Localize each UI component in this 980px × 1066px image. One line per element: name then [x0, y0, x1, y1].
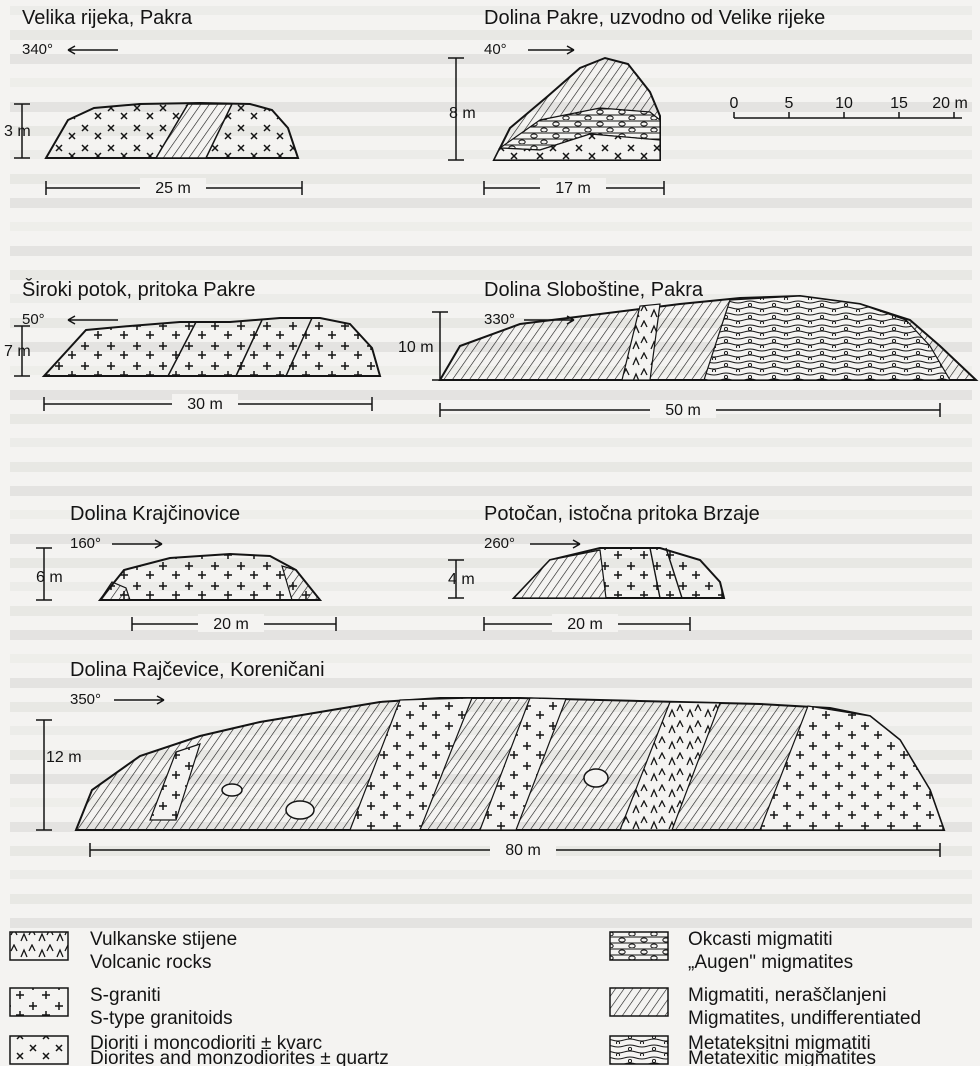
- strike-label: 330°: [484, 311, 515, 328]
- legend-label: Diorites and monzodiorites ± quartz: [90, 1048, 389, 1066]
- augen-swatch-icon: [609, 931, 669, 961]
- strike-label: 50°: [22, 311, 45, 328]
- fracture-lines: [167, 317, 313, 377]
- width-label: 80 m: [505, 842, 541, 859]
- height-bar: [14, 325, 30, 377]
- scale-tick-label: 5: [785, 95, 794, 112]
- strike-label: 350°: [70, 691, 101, 708]
- section-title: Dolina Rajčevice, Koreničani: [70, 659, 325, 681]
- legend-item-diorite: Dioriti i moncodioriti ± kvarc Diorites …: [9, 1033, 389, 1066]
- diorite-swatch-icon: [9, 1035, 69, 1065]
- height-bar: [448, 559, 464, 599]
- strike-arrow-icon: [67, 45, 118, 55]
- migmatite-band: [514, 550, 606, 598]
- width-label: 17 m: [555, 180, 591, 197]
- section-velika-rijeka: Velika rijeka, Pakra 340° 3 m 25 m: [4, 7, 303, 197]
- undifferentiated-swatch-icon: [609, 987, 669, 1017]
- section-title: Dolina Pakre, uzvodno od Velike rijeke: [484, 7, 825, 29]
- granite-band: [350, 698, 472, 830]
- scale-tick-label: 0: [730, 95, 739, 112]
- width-label: 20 m: [567, 616, 603, 633]
- migmatite-band: [154, 103, 234, 159]
- augen-migmatite-band: [500, 108, 660, 150]
- diorite-base: [493, 133, 661, 161]
- height-bar: [36, 547, 52, 601]
- section-title: Široki potok, pritoka Pakre: [22, 278, 255, 301]
- strike-label: 160°: [70, 535, 101, 552]
- width-label: 25 m: [155, 180, 191, 197]
- height-label: 3 m: [4, 123, 31, 140]
- height-label: 7 m: [4, 343, 31, 360]
- height-bar: [36, 719, 52, 831]
- legend-label: Metatexitic migmatites: [688, 1048, 876, 1066]
- strike-label: 260°: [484, 535, 515, 552]
- section-dolina-krajcinovice: Dolina Krajčinovice 160° 6 m 20 m: [36, 503, 337, 633]
- legend-label: Dioriti i moncodioriti ± kvarc: [90, 1033, 322, 1054]
- granite-swatch-icon: [9, 987, 69, 1017]
- section-dolina-pakre: Dolina Pakre, uzvodno od Velike rijeke 4…: [448, 7, 825, 197]
- strike-label: 40°: [484, 41, 507, 58]
- legend-label: S-graniti: [90, 985, 161, 1006]
- section-title: Dolina Sloboštine, Pakra: [484, 279, 704, 301]
- section-potocan: Potočan, istočna pritoka Brzaje 260° 4 m…: [448, 503, 760, 633]
- section-dolina-rajcevice: Dolina Rajčevice, Koreničani 350° 12 m 8…: [36, 659, 946, 859]
- metatexitic-swatch-icon: [609, 1035, 669, 1065]
- strike-arrow-icon: [528, 45, 575, 55]
- height-label: 4 m: [448, 571, 475, 588]
- strike-arrow-icon: [112, 539, 163, 549]
- legend-label: Migmatiti, neraščlanjeni: [688, 985, 887, 1006]
- legend-item-undifferentiated: Migmatiti, neraščlanjeni Migmatites, und…: [609, 985, 921, 1029]
- height-bar: [14, 103, 30, 159]
- section-title: Dolina Krajčinovice: [70, 503, 240, 525]
- section-title: Velika rijeka, Pakra: [22, 7, 193, 29]
- metatexitic-band: [704, 296, 950, 380]
- legend-label: S-type granitoids: [90, 1008, 233, 1029]
- legend-item-metatexitic: Metateksitni migmatiti Metatexitic migma…: [609, 1033, 876, 1066]
- scale-tick-label: 20 m: [932, 95, 968, 112]
- section-title: Potočan, istočna pritoka Brzaje: [484, 503, 760, 525]
- legend-item-augen: Okcasti migmatiti „Augen" migmatites: [609, 929, 853, 973]
- height-bar: [448, 57, 464, 161]
- scale-bar: 0 5 10 15 20 m: [730, 95, 968, 119]
- width-label: 20 m: [213, 616, 249, 633]
- width-label: 50 m: [665, 402, 701, 419]
- section-dolina-slobostine: Dolina Sloboštine, Pakra 330° 10 m 50 m: [398, 279, 979, 419]
- height-label: 6 m: [36, 569, 63, 586]
- legend-label: „Augen" migmatites: [688, 952, 853, 973]
- scale-tick-label: 15: [890, 95, 908, 112]
- outcrop-profile: [41, 317, 382, 377]
- strike-label: 340°: [22, 41, 53, 58]
- section-siroki-potok: Široki potok, pritoka Pakre 50° 7 m 30 m: [4, 278, 382, 413]
- scale-tick-label: 10: [835, 95, 853, 112]
- height-bar: [432, 311, 448, 381]
- legend-item-volcanic: Vulkanske stijene Volcanic rocks: [9, 929, 237, 973]
- strike-arrow-icon: [530, 539, 581, 549]
- legend-label: Metateksitni migmatiti: [688, 1033, 871, 1054]
- strike-arrow-icon: [114, 695, 165, 705]
- legend-label: Volcanic rocks: [90, 952, 211, 973]
- legend-label: Vulkanske stijene: [90, 929, 237, 950]
- width-label: 30 m: [187, 396, 223, 413]
- volcanic-band: [620, 702, 720, 830]
- strike-arrow-icon: [67, 315, 118, 325]
- height-label: 8 m: [449, 105, 476, 122]
- legend-label: Okcasti migmatiti: [688, 929, 833, 950]
- height-label: 10 m: [398, 339, 434, 356]
- legend: Vulkanske stijene Volcanic rocks S-grani…: [9, 929, 921, 1066]
- legend-item-granite: S-graniti S-type granitoids: [9, 985, 233, 1029]
- volcanic-swatch-icon: [9, 931, 69, 961]
- legend-label: Migmatites, undifferentiated: [688, 1008, 921, 1029]
- volcanic-band: [622, 304, 660, 380]
- height-label: 12 m: [46, 749, 82, 766]
